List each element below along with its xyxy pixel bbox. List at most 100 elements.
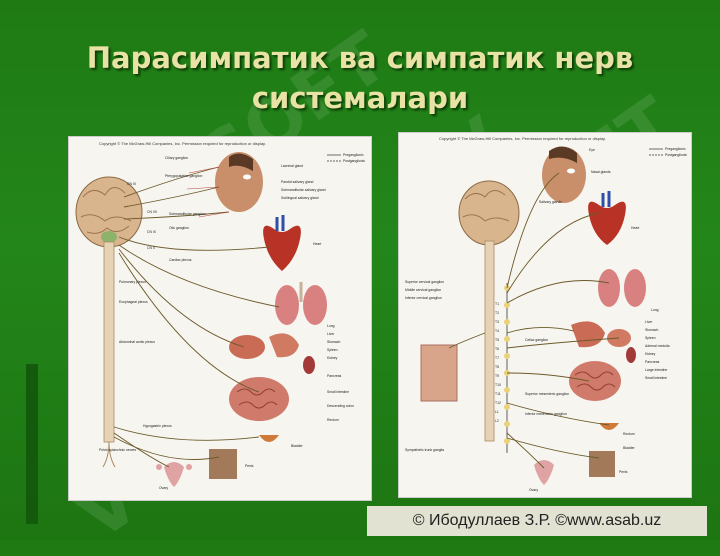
label-t1: T1	[495, 302, 499, 306]
label-superior-cervical-ganglion: Superior cervical ganglion	[405, 280, 444, 284]
brain-image	[75, 176, 143, 248]
spinal-cord-image	[484, 240, 495, 442]
label-penis: Penis	[619, 470, 628, 474]
legend-postganglionic: Postganglionic	[665, 153, 687, 157]
label-large-intestine: Large intestine	[645, 368, 667, 372]
label-stomach: Stomach	[645, 328, 658, 332]
label-t7: T7	[495, 356, 499, 360]
label-t5: T5	[495, 338, 499, 342]
label-descending-colon: Descending colon	[327, 404, 354, 408]
abdomen-organs-image	[571, 321, 636, 363]
parasympathetic-diagram: Copyright © The McGraw-Hill Companies, I…	[68, 136, 372, 501]
label-t10: T10	[495, 383, 501, 387]
label-cn9: CN IX	[147, 230, 157, 234]
label-pulmonary-plexus: Pulmonary plexus	[119, 280, 146, 284]
label-cardiac-plexus: Cardiac plexus	[169, 258, 192, 262]
lungs-image	[275, 282, 327, 325]
figure-copyright: Copyright © The McGraw-Hill Companies, I…	[99, 141, 266, 146]
label-inferior-cervical-ganglion: Inferior cervical ganglion	[405, 296, 442, 300]
label-pelvic-splanchnic-nerves: Pelvic splanchnic nerves	[99, 448, 136, 452]
label-abdominal-aortic-plexus: Abdominal aortic plexus	[119, 340, 155, 344]
label-t11: T11	[495, 392, 501, 396]
heart-image	[263, 215, 301, 271]
label-esophageal-plexus: Esophageal plexus	[119, 300, 148, 304]
label-rectum: Rectum	[623, 432, 635, 436]
label-pterygopalatine-ganglion: Pterygopalatine ganglion	[165, 174, 202, 178]
label-celiac-ganglion: Celiac ganglion	[525, 338, 548, 342]
intestines-image	[569, 361, 621, 401]
heart-image	[588, 191, 626, 245]
face-image	[542, 146, 586, 203]
bladder-image	[599, 423, 619, 430]
label-bladder: Bladder	[291, 444, 304, 448]
nerve-fibers	[448, 172, 620, 469]
slide-title: Парасимпатик ва симпатик нерв системалар…	[0, 38, 720, 118]
label-t3: T3	[495, 320, 499, 324]
label-sublingual-gland: Sublingual salivary gland	[281, 196, 319, 200]
sympathetic-chain	[504, 283, 510, 453]
label-hypogastric-plexus: Hypogastric plexus	[143, 424, 172, 428]
lungs-image	[598, 269, 646, 307]
label-t9: T9	[495, 374, 499, 378]
legend-postganglionic: Postganglionic	[343, 159, 365, 163]
ganglion-connections	[186, 166, 230, 218]
label-l2: L2	[495, 419, 499, 423]
label-eye: Eye	[589, 148, 595, 152]
label-t6: T6	[495, 347, 499, 351]
label-nasal-glands: Nasal glands	[591, 170, 611, 174]
label-kidney: Kidney	[645, 352, 656, 356]
label-cn10: CN X	[147, 246, 156, 250]
label-submandibular-ganglion: Submandibular ganglion	[169, 212, 206, 216]
label-middle-cervical-ganglion: Middle cervical ganglion	[405, 288, 441, 292]
penis-image	[209, 449, 237, 479]
label-l1: L1	[495, 410, 499, 414]
spinal-segment-labels: T1 T2 T3 T4 T5 T6 T7 T8 T9 T10 T11 T12 L…	[495, 302, 501, 423]
penis-image	[589, 451, 615, 477]
legend-preganglionic: Preganglionic	[343, 153, 364, 157]
label-t4: T4	[495, 329, 499, 333]
label-pancreas: Pancreas	[645, 360, 660, 364]
label-submandibular-gland: Submandibular salivary gland	[281, 188, 326, 192]
label-inferior-mesenteric-ganglion: Inferior mesenteric ganglion	[525, 412, 567, 416]
title-line-2: системалари	[251, 81, 469, 115]
label-lacrimal-gland: Lacrimal gland	[281, 164, 303, 168]
label-t12: T12	[495, 401, 501, 405]
title-line-1: Парасимпатик ва симпатик нерв	[86, 41, 634, 75]
label-otic-ganglion: Otic ganglion	[169, 226, 189, 230]
nerve-fibers	[113, 166, 280, 468]
label-heart: Heart	[631, 226, 639, 230]
face-image	[215, 152, 263, 212]
label-cn3: CN III	[127, 182, 136, 186]
intestines-image	[229, 377, 289, 421]
label-sympathetic-trunk-ganglia: Sympathetic trunk ganglia	[405, 448, 444, 452]
legend-preganglionic: Preganglionic	[665, 147, 686, 151]
label-heart: Heart	[313, 242, 321, 246]
label-ovary: Ovary	[529, 488, 538, 492]
decor-bar	[26, 364, 38, 524]
label-t2: T2	[495, 311, 499, 315]
label-lung: Lung	[651, 308, 659, 312]
label-cn7: CN VII	[147, 210, 157, 214]
label-salivary-glands: Salivary glands	[539, 200, 562, 204]
label-t8: T8	[495, 365, 499, 369]
label-liver: Liver	[327, 332, 335, 336]
label-penis: Penis	[245, 464, 254, 468]
label-small-intestine: Small intestine	[327, 390, 349, 394]
label-small-intestine: Small intestine	[645, 376, 667, 380]
label-lung: Lung	[327, 324, 335, 328]
label-parotid-gland: Parotid salivary gland	[281, 180, 314, 184]
label-liver: Liver	[645, 320, 653, 324]
label-stomach: Stomach	[327, 340, 340, 344]
sympathetic-diagram: Copyright © The McGraw-Hill Companies, I…	[398, 132, 692, 498]
label-bladder: Bladder	[623, 446, 636, 450]
footer-credit: © Ибодуллаев З.Р. ©www.asab.uz	[367, 506, 707, 536]
uterus-image	[156, 462, 192, 487]
figure-copyright: Copyright © The McGraw-Hill Companies, I…	[439, 136, 606, 141]
abdomen-organs-image	[229, 333, 315, 374]
uterus-image	[534, 460, 554, 485]
label-ovary: Ovary	[159, 486, 168, 490]
spinal-cord-image	[103, 241, 115, 443]
brain-image	[458, 180, 520, 246]
label-kidney: Kidney	[327, 356, 338, 360]
sympathetic-illustration: Copyright © The McGraw-Hill Companies, I…	[405, 136, 687, 492]
